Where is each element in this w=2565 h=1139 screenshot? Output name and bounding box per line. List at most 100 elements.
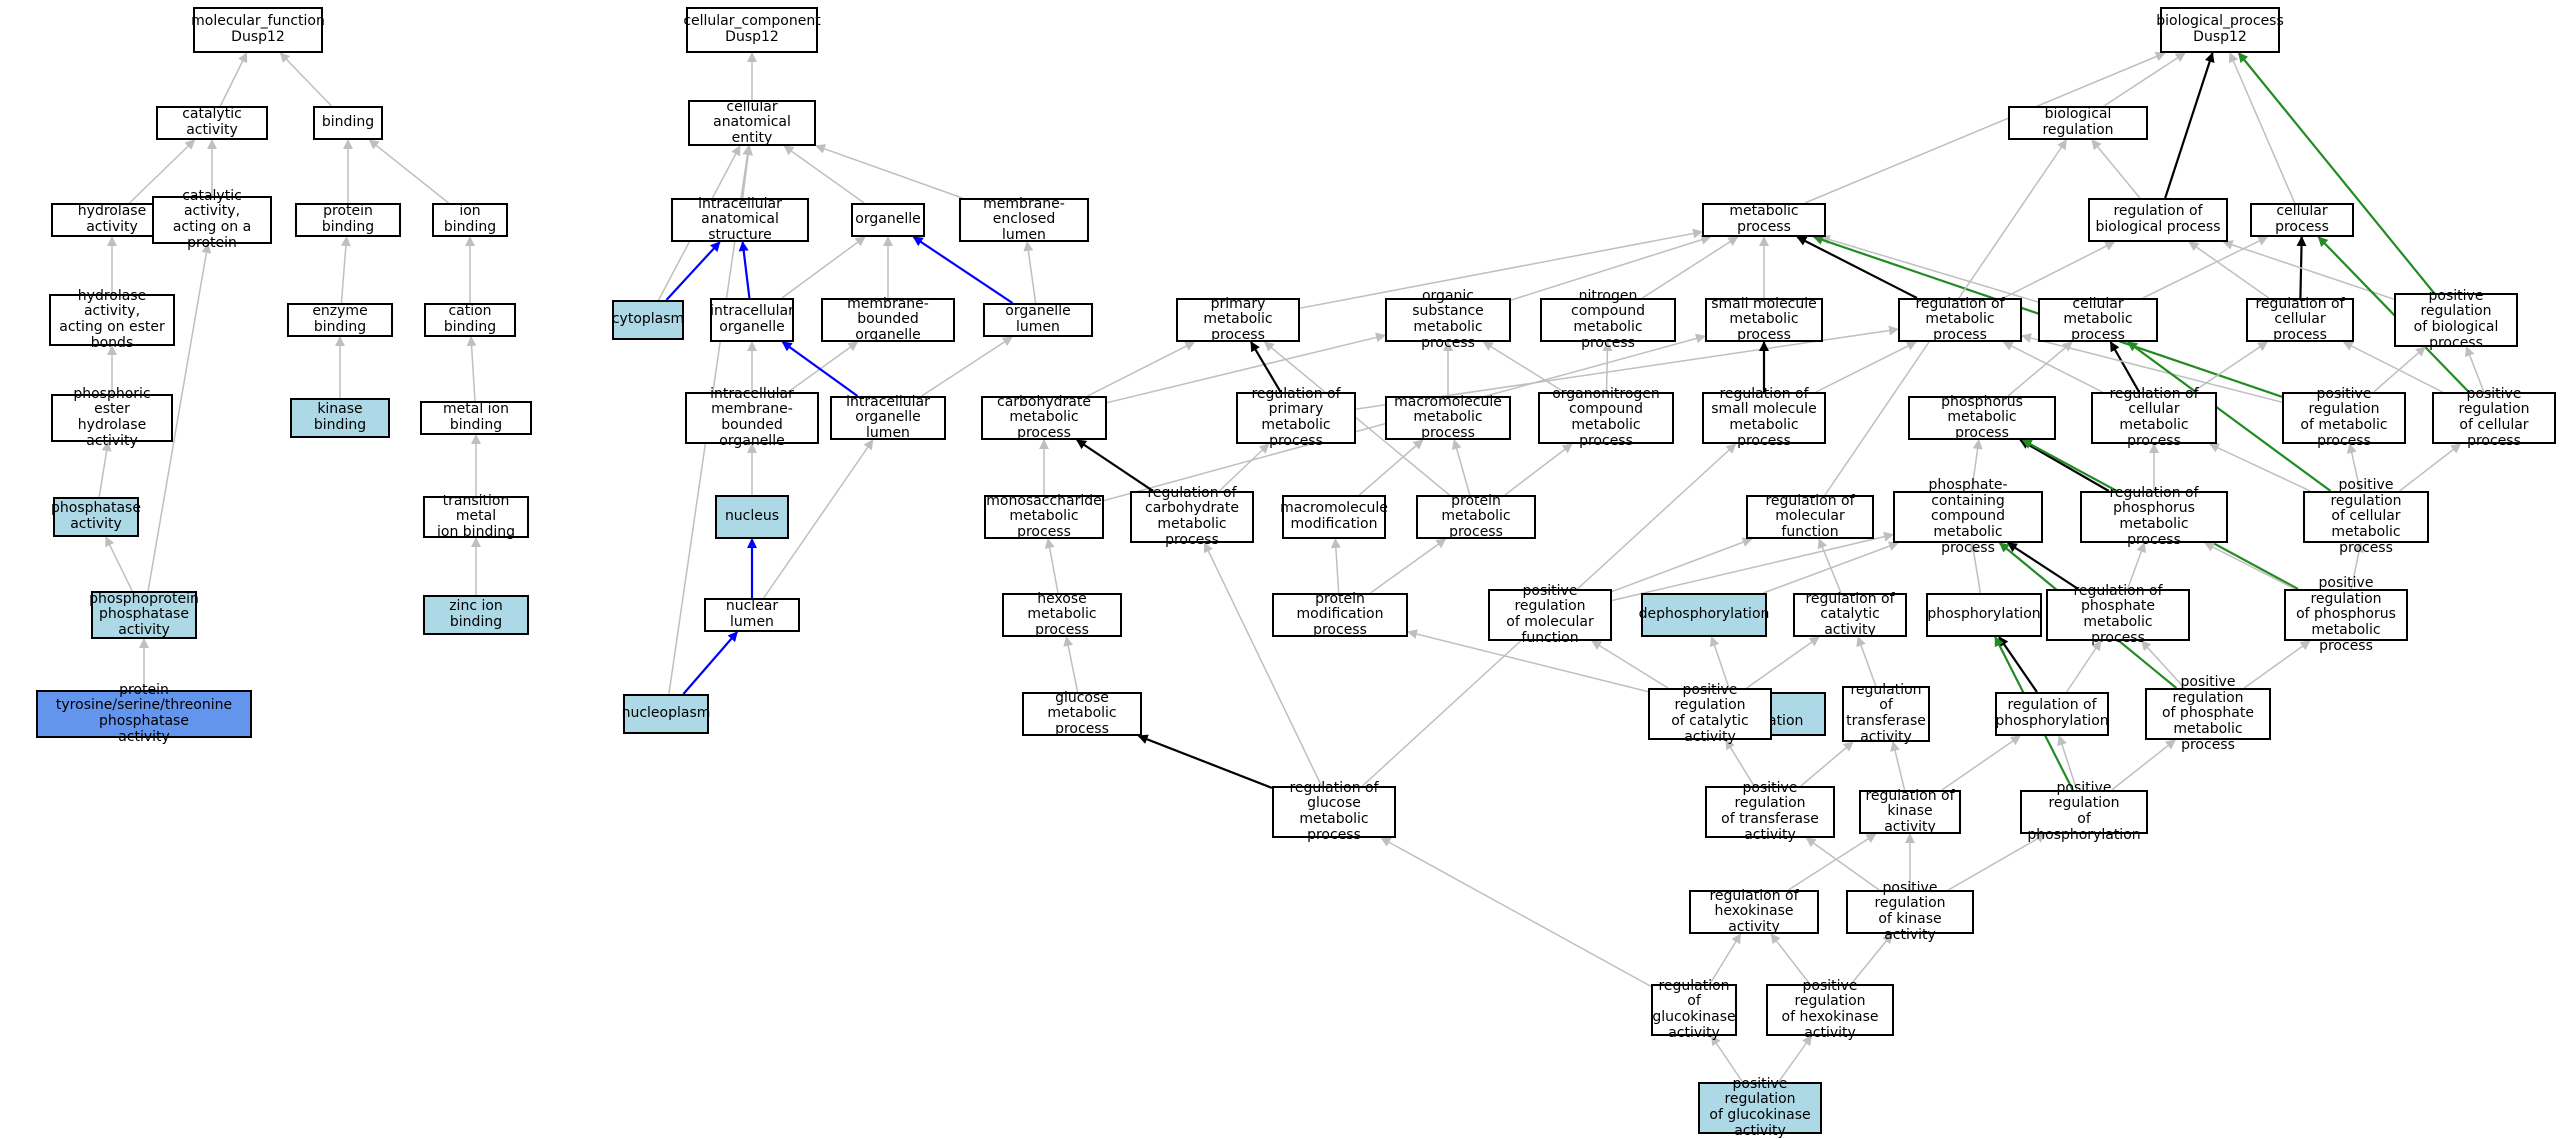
- go-term-rha[interactable]: regulation of hexokinase activity: [1689, 888, 1819, 935]
- go-term-rpmp[interactable]: regulation of primary metabolic process: [1236, 386, 1356, 448]
- go-term-nucp[interactable]: nucleoplasm: [622, 694, 710, 734]
- go-term-hmp[interactable]: hexose metabolic process: [1002, 591, 1122, 638]
- go-term-deph[interactable]: dephosphorylation: [1639, 593, 1769, 637]
- edge-is-a-prmp2-to-oncmp: [1504, 443, 1573, 496]
- go-term-rmp[interactable]: regulation of metabolic process: [1898, 296, 2022, 343]
- go-term-prphos[interactable]: positive regulation of phosphorylation: [2020, 780, 2148, 842]
- go-term-cyto[interactable]: cytoplasm: [612, 300, 684, 340]
- go-term-prha[interactable]: positive regulation of hexokinase activi…: [1766, 978, 1894, 1040]
- go-term-metion[interactable]: metal ion binding: [420, 401, 532, 435]
- go-term-rka[interactable]: regulation of kinase activity: [1859, 788, 1961, 835]
- go-term-cat[interactable]: catalytic activity: [156, 106, 268, 140]
- go-term-rcmp[interactable]: regulation of cellular metabolic process: [2091, 386, 2217, 448]
- go-term-prmp[interactable]: positive regulation of metabolic process: [2282, 386, 2406, 448]
- edge-regulates-rbp-to-bp: [2164, 52, 2215, 199]
- go-term-bp[interactable]: biological_process Dusp12: [2156, 7, 2284, 53]
- go-term-enz[interactable]: enzyme binding: [287, 303, 393, 337]
- edge-is-a-prgka-to-prha: [1777, 1035, 1813, 1083]
- go-term-label: carbohydrate metabolic process: [997, 393, 1091, 441]
- go-term-rsmmp[interactable]: regulation of small molecule metabolic p…: [1702, 386, 1826, 448]
- go-term-mf[interactable]: molecular_function Dusp12: [191, 7, 325, 53]
- go-term-catp[interactable]: catalytic activity, acting on a protein: [152, 188, 272, 250]
- go-term-label: regulation of biological process: [2095, 203, 2221, 235]
- go-term-ol[interactable]: organelle lumen: [983, 303, 1093, 337]
- go-term-mmp[interactable]: macromolecule metabolic process: [1385, 394, 1511, 441]
- go-term-ion[interactable]: ion binding: [432, 203, 508, 237]
- go-term-rphos[interactable]: regulation of phosphorylation: [1995, 692, 2109, 736]
- go-term-org[interactable]: organelle: [851, 203, 925, 237]
- go-term-label: kinase binding: [313, 401, 367, 433]
- edge-is-a-mp-to-bp: [1804, 51, 2166, 204]
- edge-is-a-prha-to-prka: [1850, 933, 1893, 985]
- go-term-cc[interactable]: cellular_component Dusp12: [683, 7, 821, 53]
- go-term-imbo[interactable]: intracellular membrane-bounded organelle: [685, 386, 819, 448]
- go-term-io[interactable]: intracellular organelle: [710, 298, 794, 342]
- go-term-nuc[interactable]: nucleus: [715, 495, 789, 539]
- go-term-rca[interactable]: regulation of catalytic activity: [1793, 591, 1907, 638]
- go-term-trans[interactable]: transition metal ion binding: [423, 493, 529, 540]
- go-term-rchmp[interactable]: regulation of carbohydrate metabolic pro…: [1130, 485, 1254, 547]
- go-term-hydester[interactable]: hydrolase activity, acting on ester bond…: [49, 288, 175, 350]
- go-term-prmp2[interactable]: protein metabolic process: [1416, 492, 1536, 540]
- go-term-label: phosphate-containing compound metabolic …: [1928, 476, 2008, 556]
- go-term-mbo[interactable]: membrane-bounded organelle: [821, 296, 955, 343]
- go-term-osmp[interactable]: organic substance metabolic process: [1385, 288, 1511, 350]
- go-term-rta[interactable]: regulation of transferase activity: [1842, 682, 1930, 744]
- go-term-cae[interactable]: cellular anatomical entity: [688, 99, 816, 146]
- go-term-label: phosphorus metabolic process: [1941, 393, 2023, 441]
- go-term-rpmp2[interactable]: regulation of phosphate metabolic proces…: [2046, 583, 2190, 645]
- go-term-cp[interactable]: cellular process: [2250, 203, 2354, 237]
- go-term-ppp[interactable]: phosphoprotein phosphatase activity: [89, 590, 199, 639]
- go-term-bind[interactable]: binding: [313, 106, 383, 140]
- go-term-prpmp[interactable]: positive regulation of phosphate metabol…: [2145, 674, 2271, 752]
- edge-is-a-bind-to-mf: [279, 52, 333, 107]
- go-term-label: phosphoprotein phosphatase activity: [89, 590, 199, 638]
- go-term-mp[interactable]: metabolic process: [1702, 203, 1826, 237]
- go-term-prka[interactable]: positive regulation of kinase activity: [1846, 880, 1974, 942]
- go-term-zinc[interactable]: zinc ion binding: [423, 595, 529, 635]
- go-term-nl[interactable]: nuclear lumen: [704, 598, 800, 632]
- go-term-pbind[interactable]: protein binding: [295, 203, 401, 237]
- go-term-prphmp[interactable]: positive regulation of phosphorus metabo…: [2284, 575, 2408, 653]
- go-term-phmp[interactable]: phosphorus metabolic process: [1908, 393, 2056, 441]
- go-term-prca[interactable]: positive regulation of catalytic activit…: [1648, 682, 1772, 744]
- go-term-iol[interactable]: intracellular organelle lumen: [830, 394, 946, 441]
- go-term-kinb[interactable]: kinase binding: [290, 398, 390, 438]
- go-term-rcp[interactable]: regulation of cellular process: [2246, 296, 2354, 343]
- go-term-breg[interactable]: biological regulation: [2008, 106, 2148, 140]
- go-term-mel[interactable]: membrane-enclosed lumen: [959, 196, 1089, 243]
- edge-is-a-rcmp-to-rcp: [2192, 341, 2269, 393]
- go-term-rmf[interactable]: regulation of molecular function: [1746, 493, 1874, 540]
- go-term-ias[interactable]: intracellular anatomical structure: [671, 196, 809, 243]
- go-term-smmp[interactable]: small molecule metabolic process: [1705, 296, 1823, 343]
- go-term-label: protein tyrosine/serine/threonine phosph…: [55, 681, 233, 745]
- go-term-pmp[interactable]: primary metabolic process: [1176, 296, 1300, 343]
- go-term-ncmp[interactable]: nitrogen compound metabolic process: [1540, 288, 1676, 350]
- go-term-cation[interactable]: cation binding: [424, 303, 516, 337]
- go-term-prcmp[interactable]: positive regulation of cellular metaboli…: [2303, 477, 2429, 555]
- go-term-msmp[interactable]: monosaccharide metabolic process: [984, 493, 1104, 540]
- go-term-prta[interactable]: positive regulation of transferase activ…: [1705, 780, 1835, 842]
- go-term-rbp[interactable]: regulation of biological process: [2088, 198, 2228, 242]
- go-term-rgmp[interactable]: regulation of glucose metabolic process: [1272, 780, 1396, 842]
- go-term-rphmp[interactable]: regulation of phosphorus metabolic proce…: [2080, 485, 2228, 547]
- go-term-cmp[interactable]: cellular metabolic process: [2038, 296, 2158, 343]
- go-term-label: macromolecule modification: [1280, 500, 1388, 532]
- go-term-oncmp[interactable]: organonitrogen compound metabolic proces…: [1538, 386, 1674, 448]
- go-term-phos[interactable]: phosphorylation: [1926, 593, 2042, 637]
- go-term-pmod[interactable]: protein modification process: [1272, 591, 1408, 638]
- go-term-pccmp[interactable]: phosphate-containing compound metabolic …: [1893, 477, 2043, 555]
- go-term-ptp[interactable]: protein tyrosine/serine/threonine phosph…: [36, 682, 252, 744]
- go-term-label: protein metabolic process: [1441, 492, 1511, 540]
- go-term-prgka[interactable]: positive regulation of glucokinase activ…: [1698, 1076, 1822, 1138]
- go-term-mm[interactable]: macromolecule modification: [1280, 495, 1388, 539]
- go-term-rgka[interactable]: regulation of glucokinase activity: [1651, 978, 1737, 1040]
- go-term-phosest[interactable]: phosphoric ester hydrolase activity: [51, 386, 173, 448]
- go-term-prmf[interactable]: positive regulation of molecular functio…: [1488, 583, 1612, 645]
- go-term-prbp[interactable]: positive regulation of biological proces…: [2394, 288, 2518, 350]
- go-term-prcp[interactable]: positive regulation of cellular process: [2432, 386, 2556, 448]
- go-term-phosph[interactable]: phosphatase activity: [51, 497, 141, 537]
- edge-positively-regulates-prcp-to-cp: [2317, 236, 2470, 393]
- go-term-chmp[interactable]: carbohydrate metabolic process: [981, 393, 1107, 441]
- go-term-gmp[interactable]: glucose metabolic process: [1022, 690, 1142, 737]
